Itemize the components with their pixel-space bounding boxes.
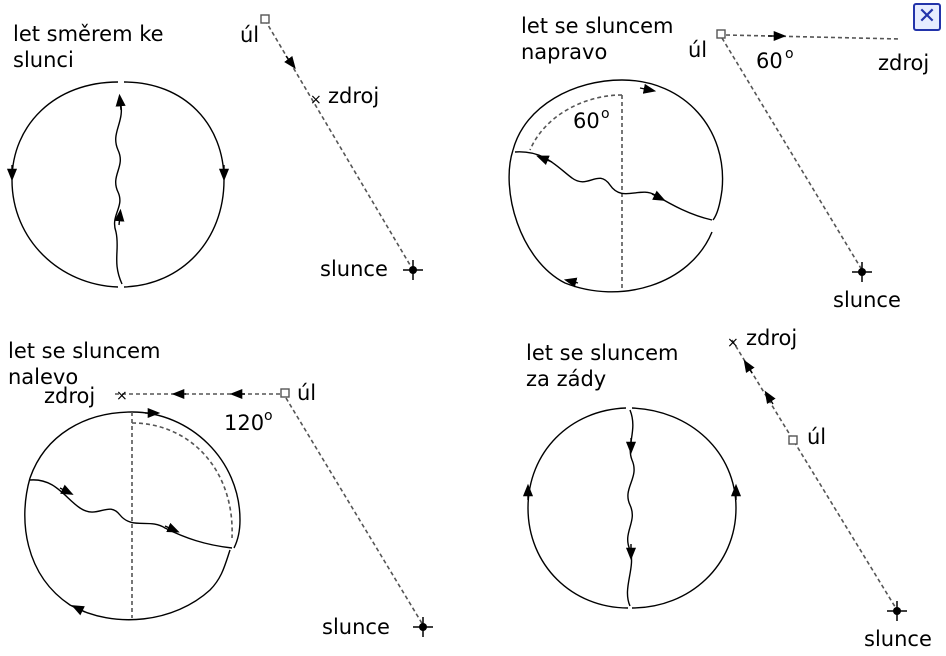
panel-sun-behind: let se sluncem za zády × zdroj úl slunce bbox=[522, 326, 932, 651]
panel-4-source-label: zdroj bbox=[746, 326, 797, 350]
panel-3-dance-figure bbox=[24, 407, 241, 621]
panel-2-inner-angle-label: 60 bbox=[573, 109, 600, 133]
panel-4-source-marker: × bbox=[727, 335, 739, 351]
panel-2-angle-label: 60 bbox=[756, 49, 783, 73]
close-icon[interactable]: ✕ bbox=[913, 3, 941, 31]
panel-1-direction-arrow bbox=[284, 55, 296, 70]
panel-3-sun-label: slunce bbox=[322, 615, 390, 639]
panel-4-sun-label: slunce bbox=[864, 627, 932, 651]
panel-2-hive-label: úl bbox=[688, 38, 707, 62]
panel-sun-right: let se sluncem napravo úl 60 o zdroj slu… bbox=[508, 14, 929, 312]
panel-1-source-label: zdroj bbox=[328, 84, 379, 108]
panel-toward-sun: let směrem ke slunci × úl zdroj slunce bbox=[6, 14, 423, 288]
panel-2-hive-marker bbox=[716, 29, 726, 39]
panel-1-dance-figure bbox=[6, 81, 230, 288]
panel-2-inner-degree-sign: o bbox=[601, 106, 610, 122]
panel-3-source-label: zdroj bbox=[44, 384, 95, 408]
panel-2-source-line bbox=[725, 34, 901, 40]
panel-2-sun-line bbox=[721, 37, 863, 271]
panel-4-hive-marker bbox=[788, 435, 798, 445]
panel-2-title-line-1: let se sluncem bbox=[521, 14, 674, 38]
panel-1-hive-label: úl bbox=[240, 23, 259, 47]
panel-3-sun-line bbox=[285, 397, 424, 626]
panel-1-title-line-1: let směrem ke bbox=[13, 22, 164, 46]
panel-4-direction-arrow-1 bbox=[743, 359, 755, 374]
panel-4-sun-icon bbox=[887, 601, 907, 621]
panel-3-sun-icon bbox=[413, 617, 433, 637]
panel-2-sun-label: slunce bbox=[833, 288, 901, 312]
panel-4-direction-arrow-2 bbox=[764, 390, 776, 405]
panel-1-sun-label: slunce bbox=[320, 257, 388, 281]
panel-1-source-marker: × bbox=[310, 92, 322, 108]
panel-4-title-line-1: let se sluncem bbox=[526, 341, 679, 365]
panel-4-hive-label: úl bbox=[807, 425, 826, 449]
panel-3-degree-sign: o bbox=[264, 408, 273, 424]
panel-2-sun-icon bbox=[852, 262, 872, 282]
panel-3-title-line-1: let se sluncem bbox=[8, 339, 161, 363]
panel-1-sun-icon bbox=[403, 260, 423, 280]
panel-3-angle-label: 120 bbox=[224, 411, 264, 435]
panel-4-flight-line bbox=[731, 339, 898, 611]
panel-2-dance-figure bbox=[508, 79, 724, 293]
panel-2-title-line-2: napravo bbox=[521, 40, 607, 64]
panel-2-degree-sign: o bbox=[785, 46, 794, 62]
panel-sun-left: let se sluncem nalevo × zdroj úl 120 o s… bbox=[8, 339, 433, 639]
panel-3-source-marker: × bbox=[116, 388, 128, 404]
panel-1-hive-marker bbox=[260, 14, 270, 24]
panel-4-title-line-2: za zády bbox=[526, 367, 606, 391]
panel-3-title-line-2: nalevo bbox=[8, 365, 78, 389]
panel-4-dance-figure bbox=[522, 407, 742, 609]
panel-1-title-line-2: slunci bbox=[13, 48, 74, 72]
panel-3-hive-marker bbox=[280, 388, 290, 398]
panel-3-hive-label: úl bbox=[297, 381, 316, 405]
panel-2-source-label: zdroj bbox=[878, 51, 929, 75]
